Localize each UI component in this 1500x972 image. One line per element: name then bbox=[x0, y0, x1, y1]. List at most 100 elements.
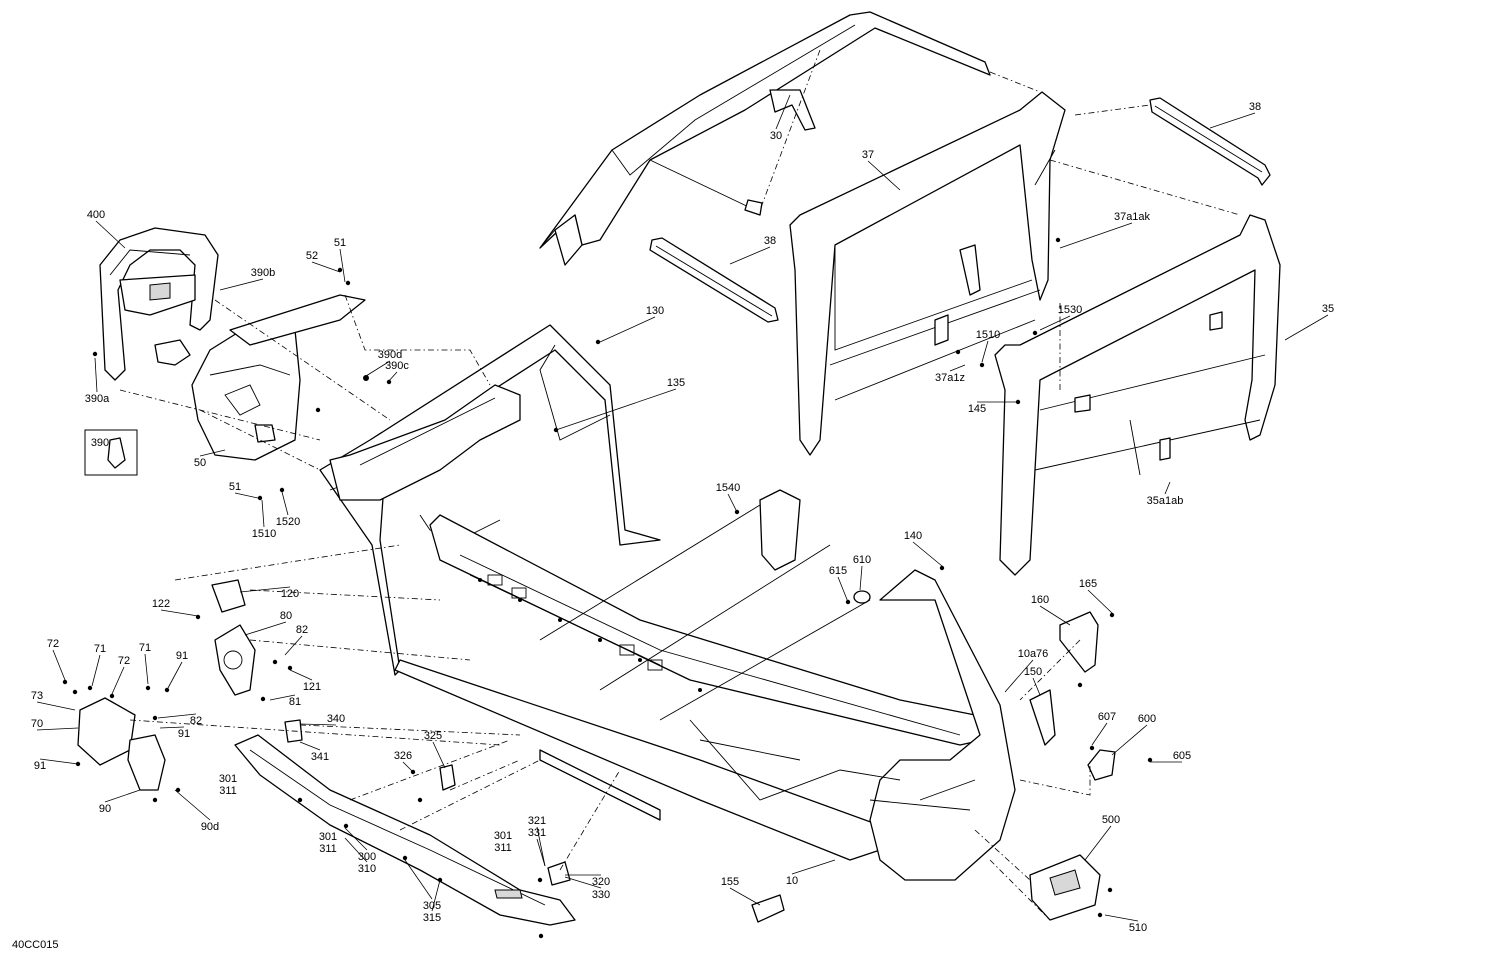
callout-label-341: 341 bbox=[311, 751, 329, 763]
callout-label-311: 311 bbox=[219, 785, 237, 797]
lower-bar-38-part bbox=[649, 237, 779, 323]
leader-line bbox=[219, 278, 264, 291]
callout-label-301: 301 bbox=[319, 831, 337, 843]
callout-label-37a1ak: 37a1ak bbox=[1114, 211, 1151, 223]
callout-label-301: 301 bbox=[219, 773, 237, 785]
leader-line bbox=[365, 360, 391, 377]
leader-line bbox=[239, 586, 291, 593]
leader-line bbox=[299, 741, 321, 751]
leader-line bbox=[1039, 605, 1071, 626]
leader-lines bbox=[36, 94, 1329, 922]
leader-line bbox=[1164, 481, 1171, 495]
callout-label-1540: 1540 bbox=[716, 482, 740, 494]
panel-150-part bbox=[1029, 689, 1056, 746]
leader-line bbox=[160, 609, 199, 617]
leader-line bbox=[111, 666, 125, 695]
leader-line bbox=[1059, 222, 1133, 249]
callout-label-51: 51 bbox=[334, 237, 346, 249]
leader-line bbox=[1284, 314, 1329, 341]
callout-label-91: 91 bbox=[34, 760, 46, 772]
bushing-610-part bbox=[853, 590, 871, 604]
leader-line bbox=[244, 621, 287, 636]
bracket-320-part bbox=[547, 861, 571, 886]
skid-plate-part bbox=[191, 294, 366, 461]
callout-label-10: 10 bbox=[786, 875, 798, 887]
callout-label-300: 300 bbox=[358, 851, 376, 863]
leader-line bbox=[95, 220, 126, 249]
callout-label-135: 135 bbox=[667, 377, 685, 389]
callout-label-311: 311 bbox=[494, 842, 512, 854]
callout-label-340: 340 bbox=[327, 713, 345, 725]
leader-line bbox=[339, 248, 346, 283]
leader-line bbox=[387, 371, 398, 383]
bracket-325-part bbox=[439, 764, 456, 791]
leader-line bbox=[859, 565, 863, 591]
callout-label-321: 321 bbox=[528, 815, 546, 827]
callout-label-326: 326 bbox=[394, 750, 412, 762]
front-rollbar-part bbox=[789, 91, 1066, 456]
callout-label-1520: 1520 bbox=[276, 516, 300, 528]
callout-label-155: 155 bbox=[721, 876, 739, 888]
callout-label-390d: 390d bbox=[378, 349, 402, 361]
callout-label-301: 301 bbox=[494, 830, 512, 842]
callout-label-610: 610 bbox=[853, 554, 871, 566]
diagram-code: 40CC015 bbox=[12, 939, 58, 951]
callout-label-390a: 390a bbox=[85, 393, 110, 405]
leader-line bbox=[402, 761, 414, 773]
leader-line bbox=[775, 94, 791, 130]
leader-line bbox=[36, 701, 76, 711]
leader-line bbox=[159, 726, 185, 729]
leader-line bbox=[981, 340, 989, 363]
callout-label-390b: 390b bbox=[251, 267, 275, 279]
callout-label-320: 320 bbox=[592, 876, 610, 888]
callout-label-607: 607 bbox=[1098, 711, 1116, 723]
callout-label-35: 35 bbox=[1322, 303, 1334, 315]
callout-label-38: 38 bbox=[764, 235, 776, 247]
callout-label-37a1z: 37a1z bbox=[935, 372, 965, 384]
leader-line bbox=[867, 160, 901, 191]
leader-line bbox=[52, 649, 66, 681]
callout-label-600: 600 bbox=[1138, 713, 1156, 725]
callout-label-1510: 1510 bbox=[252, 528, 276, 540]
leader-line bbox=[1087, 589, 1113, 614]
assembly-lines bbox=[119, 49, 1241, 921]
main-chassis-frame-part bbox=[319, 324, 1016, 881]
leader-line bbox=[167, 661, 183, 689]
leader-line bbox=[269, 694, 296, 701]
leader-line bbox=[1104, 914, 1139, 922]
callout-label-30: 30 bbox=[770, 130, 782, 142]
leader-line bbox=[949, 364, 966, 372]
leader-line bbox=[104, 789, 141, 803]
leader-line bbox=[174, 789, 211, 821]
callout-label-90d: 90d bbox=[201, 821, 219, 833]
lower-fascia-part bbox=[234, 734, 576, 926]
leader-line bbox=[91, 654, 101, 687]
callout-label-615: 615 bbox=[829, 565, 847, 577]
callout-label-37: 37 bbox=[862, 149, 874, 161]
callout-label-165: 165 bbox=[1079, 578, 1097, 590]
leader-line bbox=[791, 859, 836, 875]
leader-line bbox=[431, 879, 441, 912]
detail-box-390 bbox=[84, 429, 138, 476]
leader-line bbox=[36, 727, 79, 731]
callout-label-331: 331 bbox=[528, 827, 546, 839]
leader-line bbox=[837, 576, 849, 603]
leader-line bbox=[727, 493, 738, 513]
leader-line bbox=[536, 838, 546, 867]
callout-label-310: 310 bbox=[358, 863, 376, 875]
leader-line bbox=[344, 837, 368, 863]
leader-line bbox=[729, 246, 771, 265]
leader-line bbox=[1091, 722, 1108, 746]
callout-label-38: 38 bbox=[1249, 101, 1261, 113]
callout-label-325: 325 bbox=[424, 730, 442, 742]
callout-label-140: 140 bbox=[904, 530, 922, 542]
leader-line bbox=[261, 499, 265, 528]
leader-line bbox=[311, 261, 341, 273]
callout-label-71: 71 bbox=[94, 643, 106, 655]
callout-label-82: 82 bbox=[296, 624, 308, 636]
leader-line bbox=[39, 758, 79, 765]
leader-line bbox=[94, 357, 98, 393]
upper-bar-38-part bbox=[1149, 97, 1271, 186]
callout-label-52: 52 bbox=[306, 250, 318, 262]
